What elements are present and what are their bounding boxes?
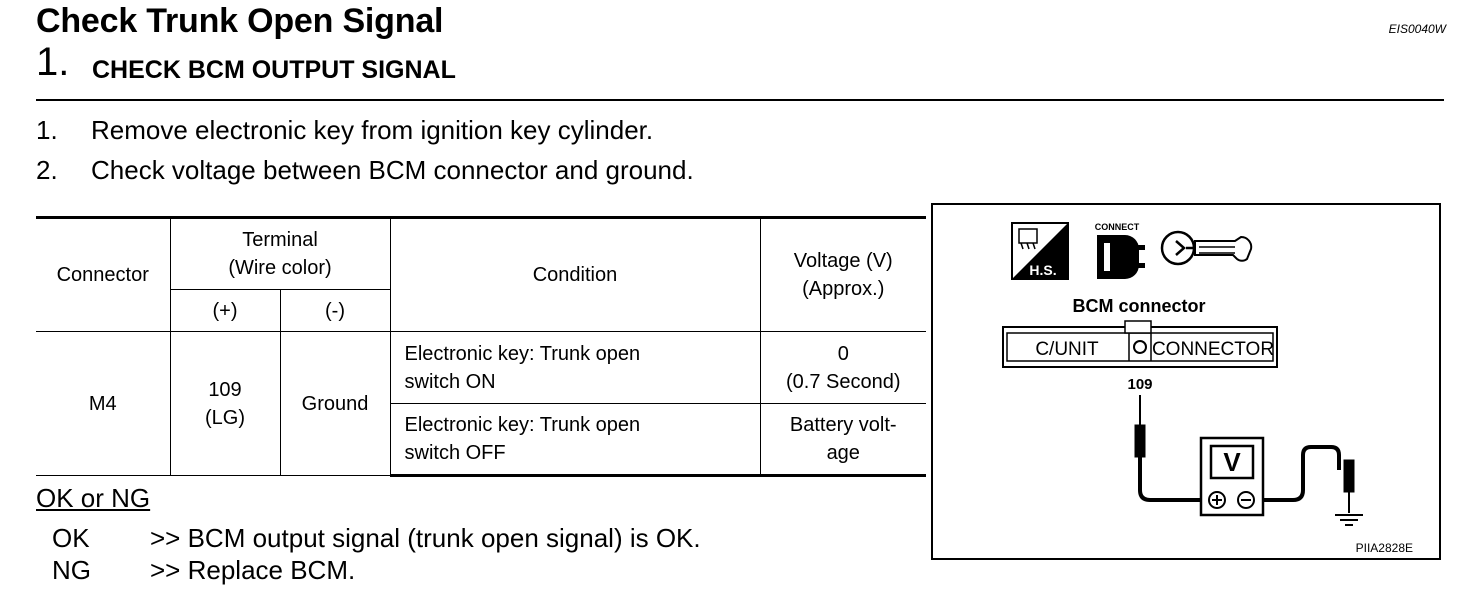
cell-plus-terminal: 109 <box>208 378 242 401</box>
cell-condition-off: Electronic key: Trunk open switch OFF <box>390 403 761 477</box>
instruction-text: Check voltage between BCM connector and … <box>91 155 694 185</box>
voltage-table: Connector Terminal (Wire color) Conditio… <box>36 216 926 477</box>
instruction-2: 2. Check voltage between BCM connector an… <box>36 155 694 186</box>
voltage-line2: age <box>826 442 860 464</box>
header-plus: (+) <box>170 289 281 332</box>
instruction-num: 2. <box>36 155 58 185</box>
connect-icon: CONNECT <box>1095 222 1145 279</box>
header-minus: (-) <box>279 289 390 332</box>
voltmeter-icon: V <box>1199 436 1265 517</box>
step-number: 1. <box>36 40 70 84</box>
header-condition: Condition <box>389 216 761 332</box>
cell-condition-on: Electronic key: Trunk open switch ON <box>389 331 761 404</box>
header-voltage: Voltage (V) (Approx.) <box>759 216 926 332</box>
bcm-connector-label: BCM connector <box>1072 296 1205 316</box>
connector-text: CONNECTOR <box>1152 339 1274 360</box>
voltage-line1: Battery volt- <box>789 414 897 436</box>
result-ng-text: >> Replace BCM. <box>150 555 356 585</box>
bcm-connector-figure: H.S. CONNECT BCM connector C/UNIT <box>931 203 1441 560</box>
meter-label: V <box>1223 447 1241 477</box>
bcm-connector: C/UNIT CONNECTOR <box>1002 320 1278 368</box>
key-icon <box>1160 230 1253 266</box>
condition-line1: Electronic key: Trunk open <box>404 342 641 365</box>
result-ng: NG >> Replace BCM. <box>52 555 355 586</box>
result-ok-text: >> BCM output signal (trunk open signal)… <box>150 523 701 553</box>
header-terminal-line1: Terminal <box>242 229 318 251</box>
header-voltage-line2: (Approx.) <box>802 278 885 300</box>
page-title: Check Trunk Open Signal <box>36 2 444 40</box>
condition-line1: Electronic key: Trunk open <box>404 414 641 436</box>
result-ok-key: OK <box>52 523 90 553</box>
header-rule <box>36 99 1444 101</box>
cell-voltage-off: Battery volt- age <box>759 403 926 477</box>
figure-drawing: H.S. CONNECT BCM connector C/UNIT <box>1002 222 1413 555</box>
test-lead <box>1134 395 1355 513</box>
instruction-1: 1. Remove electronic key from ignition ke… <box>36 115 653 146</box>
cell-plus: 109 (LG) <box>169 331 281 476</box>
terminal-label: 109 <box>1127 376 1152 393</box>
step-title: CHECK BCM OUTPUT SIGNAL <box>92 56 456 84</box>
result-ng-key: NG <box>52 555 91 585</box>
ground-icon <box>1335 514 1363 526</box>
cell-minus: Ground <box>279 331 391 476</box>
header-voltage-line1: Voltage (V) <box>793 250 893 272</box>
connect-label: CONNECT <box>1095 222 1140 232</box>
result-ok: OK >> BCM output signal (trunk open signa… <box>52 523 701 554</box>
condition-line2: switch OFF <box>404 442 506 464</box>
ok-or-ng-heading: OK or NG <box>36 483 151 513</box>
cunit-label: C/UNIT <box>1035 339 1099 360</box>
doc-code: EIS0040W <box>1388 22 1446 36</box>
header-connector: Connector <box>36 216 171 332</box>
instruction-num: 1. <box>36 115 58 145</box>
instruction-text: Remove electronic key from ignition key … <box>91 115 654 145</box>
header-terminal: Terminal (Wire color) <box>169 216 391 290</box>
cell-plus-color: (LG) <box>205 406 245 429</box>
cell-connector: M4 <box>36 331 171 476</box>
voltage-line2: (0.7 Second) <box>785 370 901 393</box>
cell-voltage-on: 0 (0.7 Second) <box>759 331 926 404</box>
voltage-line1: 0 <box>837 342 849 365</box>
figure-code: PIIA2828E <box>1356 541 1413 555</box>
condition-line2: switch ON <box>404 370 496 393</box>
header-terminal-line2: (Wire color) <box>228 257 332 279</box>
hs-label: H.S. <box>1029 262 1056 278</box>
hs-icon: H.S. <box>1011 222 1069 280</box>
